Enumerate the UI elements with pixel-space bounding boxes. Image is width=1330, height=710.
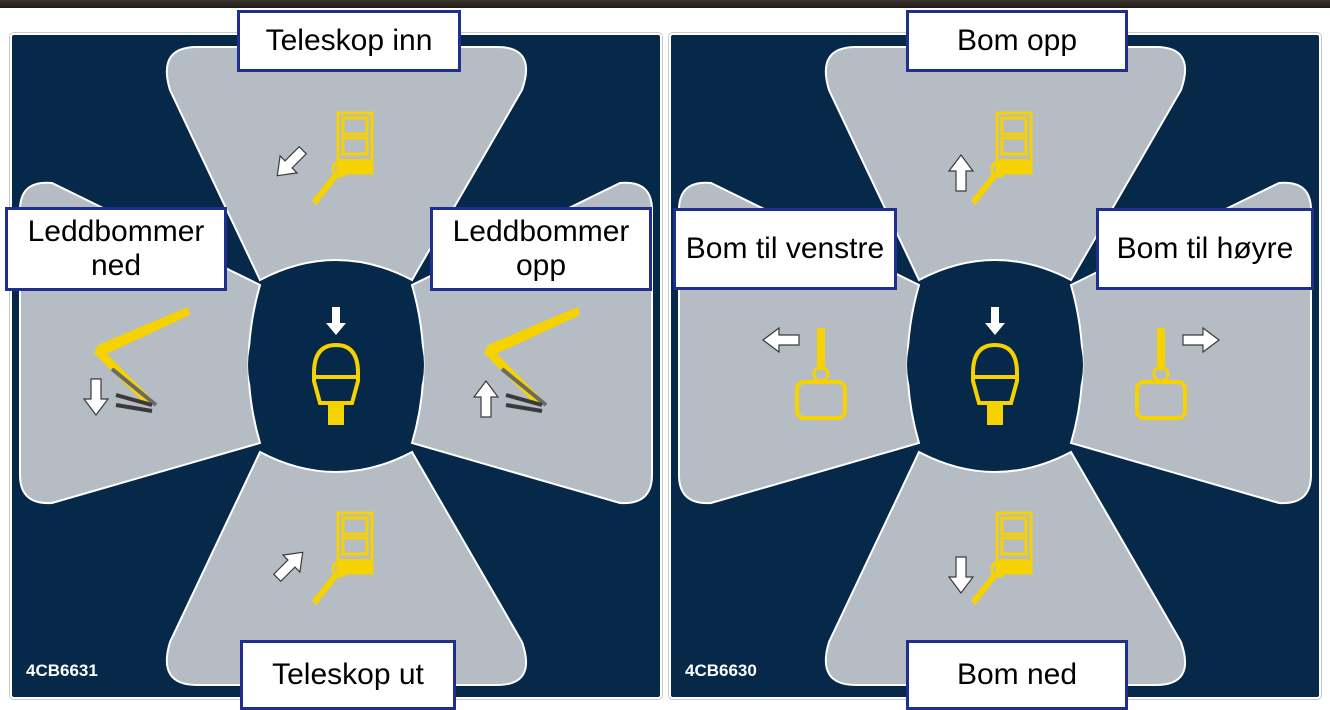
- label-boom-down: Bom ned: [906, 640, 1128, 710]
- label-boom-right: Bom til høyre: [1096, 208, 1314, 290]
- joystick-diagram-left: [19, 46, 653, 686]
- joystick-diagram-right: [678, 46, 1312, 686]
- label-boom-up: Bom opp: [906, 10, 1128, 72]
- center-circle: [907, 277, 1083, 453]
- decal-code: 4CB6630: [685, 661, 757, 680]
- label-telescope-out: Teleskop ut: [240, 640, 456, 710]
- joystick-decal-left: 4CB6631: [10, 33, 662, 699]
- decal-code: 4CB6631: [26, 661, 98, 680]
- label-boom-left: Bom til venstre: [673, 208, 897, 290]
- label-jib-up: Leddbommer opp: [430, 207, 652, 291]
- center-circle: [248, 277, 424, 453]
- top-border-strip: [0, 0, 1330, 8]
- label-jib-down: Leddbommer ned: [5, 207, 227, 291]
- label-telescope-in: Teleskop inn: [237, 10, 461, 72]
- joystick-decal-right: 4CB6630: [669, 33, 1321, 699]
